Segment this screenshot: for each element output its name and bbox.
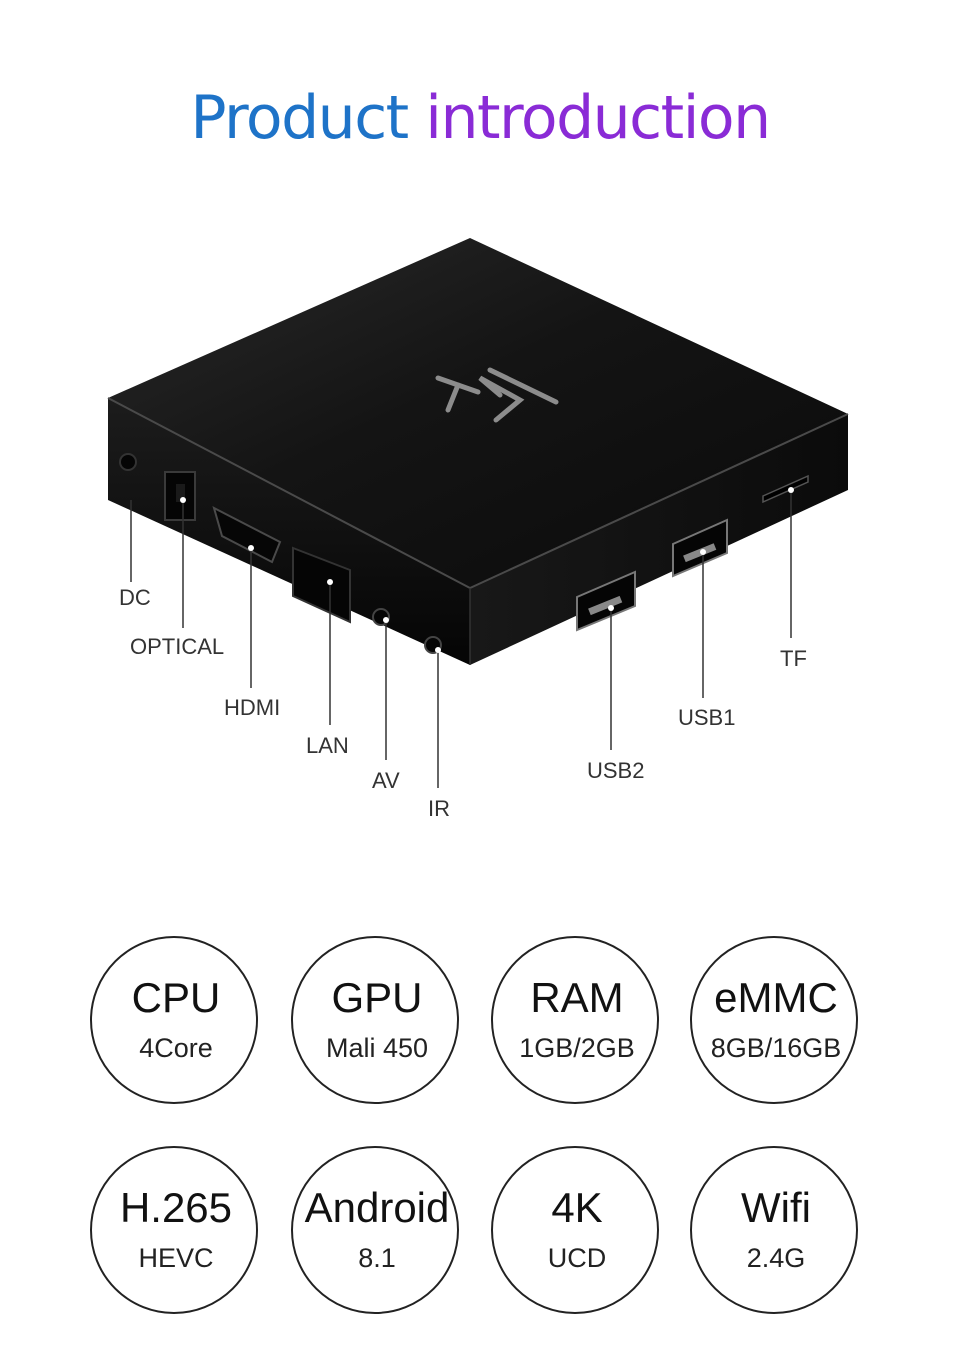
spec-title: eMMC [714,974,838,1021]
usb1-port [672,518,728,578]
spec-value: HEVC [138,1243,214,1273]
spec-title: 4K [551,1184,603,1231]
port-label-usb1: USB1 [678,705,736,730]
spec-title: Android [304,1184,450,1231]
tv-box-illustration [107,238,849,788]
ts-logo [435,367,559,423]
spec-value: 8.1 [358,1243,396,1273]
spec-badge-emmc: eMMC 8GB/16GB [690,936,858,1104]
spec-badge-gpu: GPU Mali 450 [291,936,459,1104]
spec-value: 4Core [139,1033,213,1063]
port-label-dc: DC [119,585,151,610]
port-label-usb2: USB2 [587,758,645,783]
spec-badge-resolution: 4K UCD [491,1146,659,1314]
port-label-hdmi: HDMI [224,695,281,720]
title-word-introduction: introduction [425,83,771,153]
spec-badge-cpu: CPU 4Core [90,936,258,1104]
device-front-face [108,398,470,665]
title-word-product: Product [190,83,409,153]
page-title: Product introduction [0,82,960,154]
spec-title: H.265 [119,1184,233,1231]
port-label-ir: IR [428,796,450,821]
spec-title: CPU [131,974,221,1021]
spec-title: RAM [530,974,624,1021]
spec-title: Wifi [741,1184,811,1231]
spec-value: 8GB/16GB [710,1033,842,1063]
dc-port [119,453,137,471]
spec-badge-codec: H.265 HEVC [90,1146,258,1314]
hdmi-port [212,506,282,564]
device-top-face [108,238,848,588]
usb2-port [576,570,636,632]
leader-lines [130,490,792,788]
spec-value: UCD [547,1243,607,1273]
port-label-lan: LAN [306,733,349,758]
spec-badge-wifi: Wifi 2.4G [690,1146,858,1314]
tf-slot [762,474,809,504]
port-label-optical: OPTICAL [130,634,225,659]
spec-value: 2.4G [746,1243,806,1273]
spec-value: 1GB/2GB [519,1033,635,1063]
port-label-tf: TF [780,646,807,671]
lan-port [292,546,351,624]
port-label-av: AV [372,768,400,793]
spec-value: Mali 450 [325,1033,429,1063]
spec-title: GPU [331,974,423,1021]
spec-badge-ram: RAM 1GB/2GB [491,936,659,1104]
device-side-face [470,414,848,665]
spec-badge-os: Android 8.1 [291,1146,459,1314]
